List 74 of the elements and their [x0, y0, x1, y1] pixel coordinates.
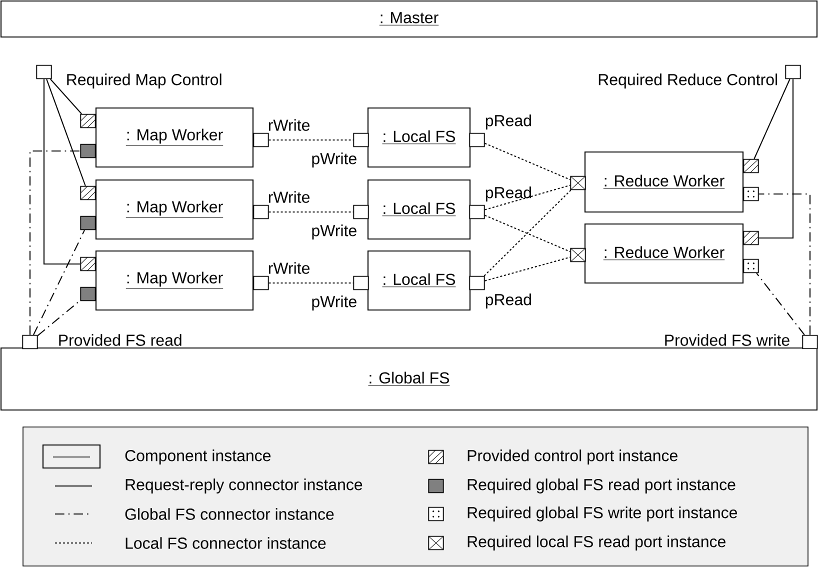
- port-box: [570, 176, 586, 190]
- connector: [50, 78, 82, 114]
- port-label: rWrite: [268, 119, 310, 131]
- port-box: [36, 64, 52, 80]
- port-box: [80, 144, 96, 158]
- connector: [33, 230, 85, 336]
- port-label: pWrite: [312, 152, 356, 168]
- component-box: : Reduce Worker: [584, 151, 744, 213]
- port-box: [353, 132, 369, 148]
- connector: [268, 211, 354, 213]
- legend-text: Global FS connector instance: [125, 508, 334, 520]
- port-label: Required Map Control: [67, 74, 222, 88]
- port-box: [80, 256, 96, 272]
- port-box: [353, 276, 369, 290]
- port-box: [570, 248, 586, 262]
- connector: [756, 272, 805, 336]
- connector: [484, 256, 570, 282]
- connector: [758, 79, 794, 239]
- connector: [268, 282, 354, 284]
- port-label: rWrite: [268, 191, 310, 203]
- component-box: : Master: [0, 0, 818, 38]
- connector: [484, 214, 570, 252]
- port-box: [253, 204, 269, 220]
- port-label: pRead: [486, 186, 531, 202]
- port-label: pWrite: [312, 224, 356, 240]
- connector: [29, 150, 80, 335]
- port-label: pRead: [486, 294, 531, 308]
- port-box: [743, 230, 759, 246]
- port-box: [469, 204, 485, 220]
- connector: [43, 79, 80, 265]
- legend-text: Required global FS read port instance: [468, 478, 736, 494]
- port-box: [353, 204, 369, 220]
- port-box: [80, 216, 96, 230]
- legend-text: Request-reply connector instance: [126, 478, 362, 494]
- port-box: [785, 64, 801, 80]
- component-box: : Map Worker: [95, 179, 254, 240]
- connector: [484, 184, 570, 210]
- legend-text: Component instance: [125, 450, 271, 464]
- component-box: : Local FS: [367, 250, 471, 311]
- port-label: rWrite: [268, 262, 310, 274]
- connector: [268, 139, 354, 141]
- port-label: Provided FS read: [59, 334, 182, 346]
- component-box: : Reduce Worker: [584, 223, 744, 284]
- port-box: [253, 276, 269, 290]
- port-box: [22, 334, 38, 350]
- connector: [37, 300, 81, 336]
- port-box: [743, 186, 759, 202]
- port-box: [80, 114, 96, 128]
- legend-text: Required global FS write port instance: [468, 506, 738, 522]
- port-box: [80, 186, 96, 200]
- connector: [46, 78, 86, 186]
- component-box: : Global FS: [0, 347, 818, 411]
- component-box: : Map Worker: [95, 107, 254, 168]
- connector: [484, 190, 572, 276]
- connector: [484, 142, 570, 180]
- port-box: [80, 286, 96, 302]
- component-box: : Local FS: [367, 107, 471, 168]
- port-label: Provided FS write: [665, 334, 790, 346]
- connector: [754, 78, 790, 160]
- legend-text: Local FS connector instance: [126, 537, 326, 549]
- port-box: [469, 132, 485, 148]
- port-box: [743, 158, 759, 174]
- port-box: [253, 132, 269, 148]
- legend-text: Provided control port instance: [468, 450, 678, 464]
- port-label: pWrite: [312, 296, 356, 310]
- legend-text: Required local FS read port instance: [468, 536, 726, 550]
- connector: [758, 193, 811, 335]
- port-box: [743, 258, 759, 274]
- port-box: [802, 334, 818, 350]
- port-label: pRead: [486, 114, 531, 130]
- port-label: Required Reduce Control: [598, 74, 778, 88]
- component-box: : Local FS: [367, 179, 471, 240]
- port-box: [469, 276, 485, 290]
- component-box: : Map Worker: [95, 250, 254, 311]
